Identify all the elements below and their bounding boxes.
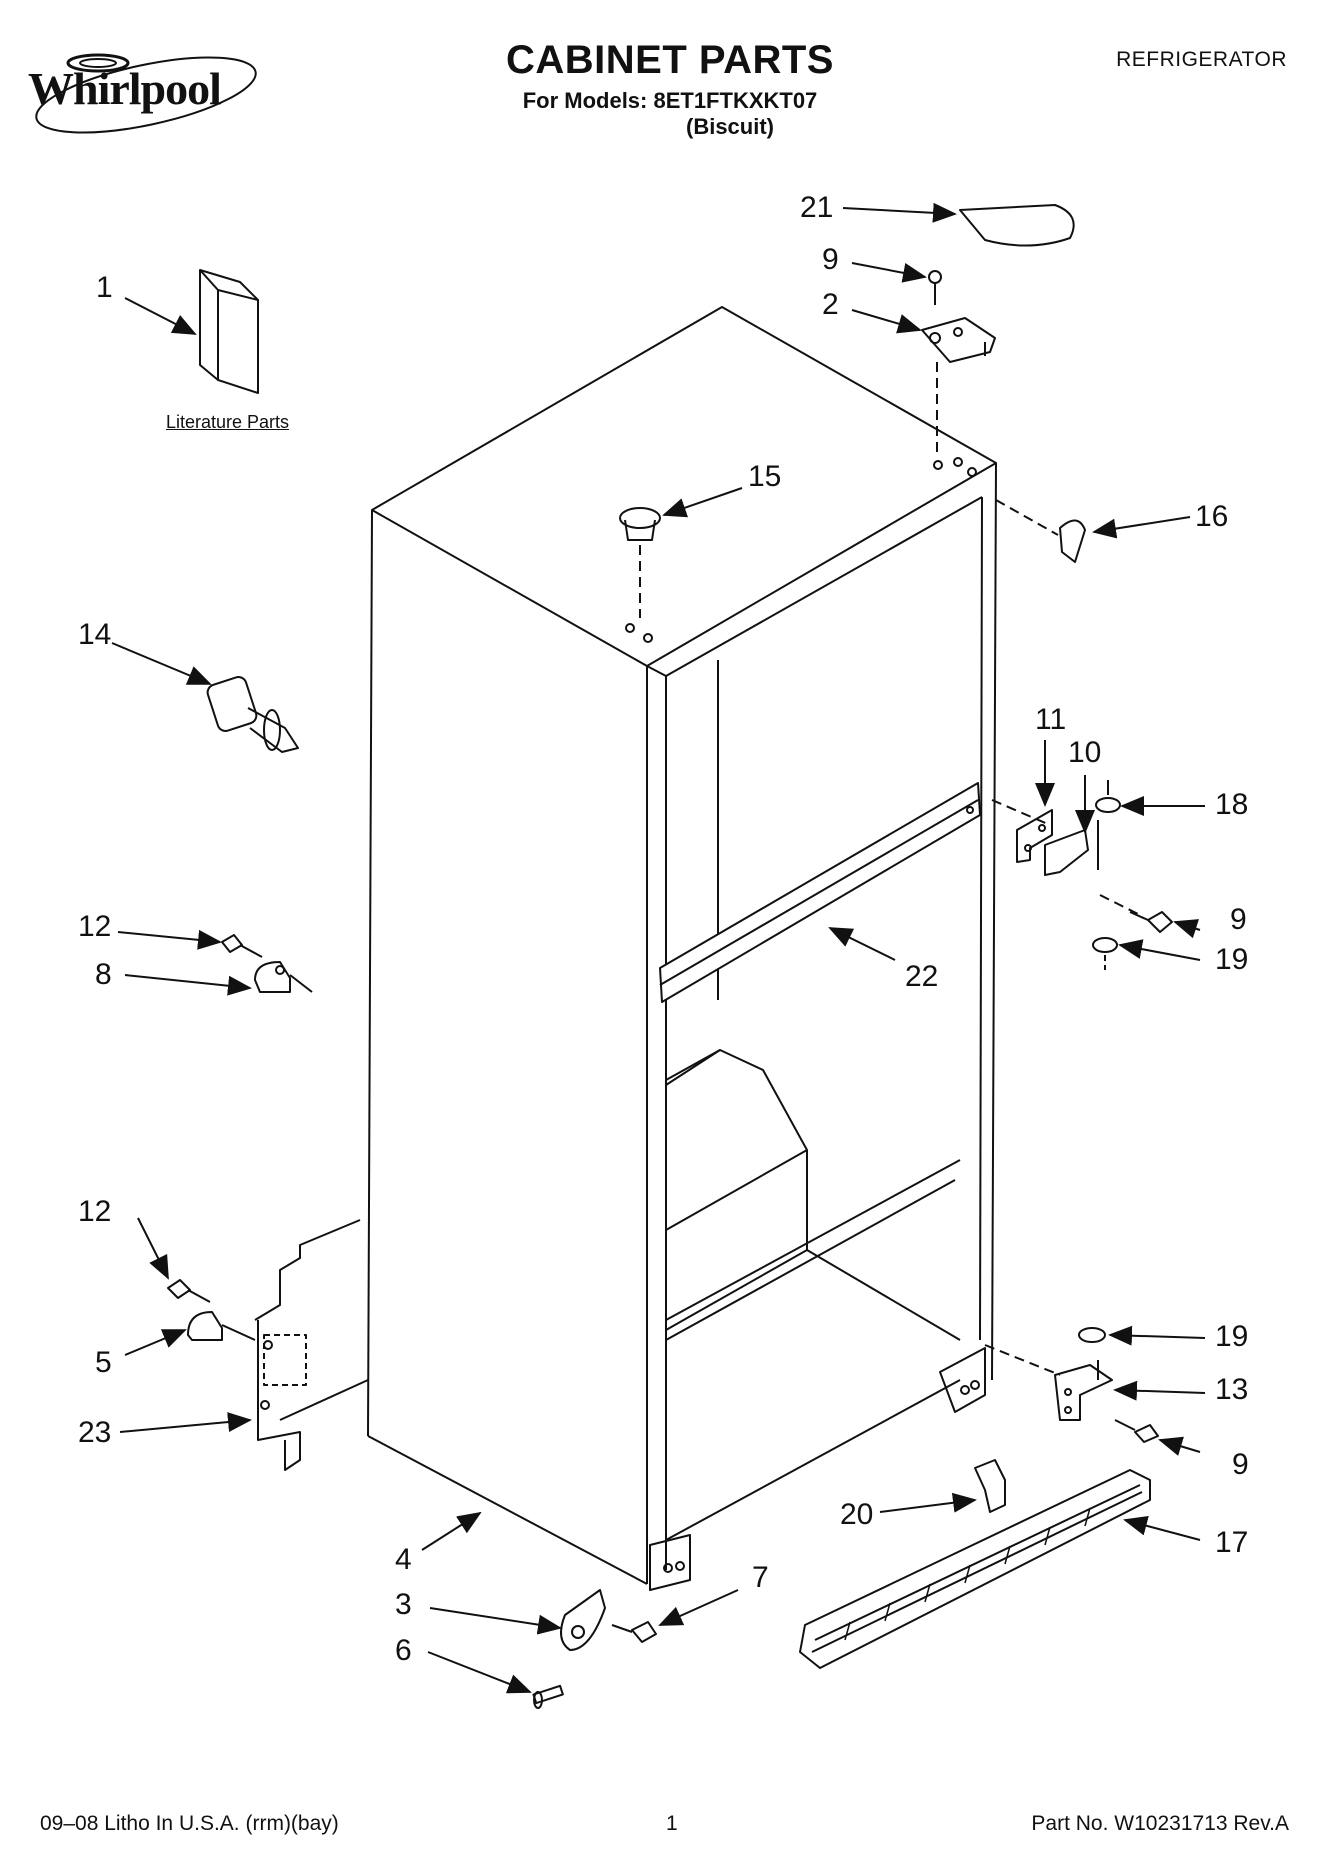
- callout-23: 23: [78, 1416, 112, 1449]
- plug-part-15: [619, 507, 661, 541]
- color-variant: (Biscuit): [686, 114, 774, 139]
- callout-5: 5: [95, 1346, 112, 1379]
- callout-16: 16: [1195, 500, 1229, 533]
- callout-19: 19: [1215, 943, 1249, 976]
- callout-9: 9: [822, 243, 839, 276]
- washer-part-19-lower: [1078, 1327, 1106, 1343]
- callout-11: 11: [1035, 703, 1067, 736]
- page-number: 1: [666, 1812, 678, 1835]
- callout-14: 14: [78, 618, 112, 651]
- callout-6: 6: [395, 1634, 412, 1667]
- literature-booklet-part-1: [199, 269, 259, 394]
- leader-lines: [111, 202, 1206, 1694]
- washer-part-18: [1095, 797, 1121, 813]
- washer-part-19-middle: [1092, 937, 1118, 953]
- bracket-part-23: [254, 1219, 369, 1471]
- bracket-part-14: [206, 676, 299, 753]
- callout-18: 18: [1215, 788, 1249, 821]
- clip-part-5: [187, 1311, 256, 1341]
- callout-12: 12: [78, 910, 112, 943]
- callout-1: 1: [96, 271, 113, 304]
- whirlpool-logo: [35, 53, 257, 134]
- callout-10: 10: [1068, 736, 1102, 769]
- footer-litho: 09–08 Litho In U.S.A. (rrm)(bay): [40, 1812, 339, 1835]
- clip-part-8: [254, 961, 313, 993]
- callout-22: 22: [905, 960, 939, 993]
- callout-12-lower: 12: [78, 1195, 112, 1228]
- callout-9-lower: 9: [1232, 1448, 1249, 1481]
- literature-parts-label: Literature Parts: [166, 412, 290, 432]
- callout-19-lower: 19: [1215, 1320, 1249, 1353]
- lower-hinge-part-13: [1054, 1360, 1113, 1421]
- page-title: CABINET PARTS: [506, 38, 834, 82]
- callout-9-middle: 9: [1230, 903, 1247, 936]
- toe-grille-part-17: [799, 1469, 1151, 1669]
- callout-3: 3: [395, 1588, 412, 1621]
- brand-name: Whirlpool: [28, 63, 222, 114]
- clip-part-20: [974, 1459, 1006, 1513]
- screw-part-9-lower: [1114, 1419, 1159, 1443]
- top-hinge-part-2: [921, 317, 996, 363]
- models-line: For Models: 8ET1FTKXKT07: [522, 88, 818, 113]
- cabinet-shell: [367, 306, 997, 1591]
- callout-20: 20: [840, 1498, 874, 1531]
- pin-part-6: [532, 1684, 564, 1709]
- screw-part-12-upper: [221, 934, 263, 958]
- callout-7: 7: [752, 1561, 769, 1594]
- callout-17: 17: [1215, 1526, 1249, 1559]
- callout-13: 13: [1215, 1373, 1249, 1406]
- callout-2: 2: [822, 288, 839, 321]
- callout-4: 4: [395, 1543, 412, 1576]
- callout-8: 8: [95, 958, 112, 991]
- screw-part-9-middle: [1129, 911, 1173, 933]
- appliance-category: REFRIGERATOR: [1116, 48, 1287, 71]
- leveler-bracket-part-3: [560, 1589, 606, 1651]
- callout-21: 21: [800, 191, 834, 224]
- screw-part-9-top: [928, 270, 942, 305]
- screw-part-12-lower: [167, 1279, 211, 1303]
- center-rail-part-22: [659, 782, 981, 1003]
- cover-part-16: [1059, 519, 1086, 563]
- screw-part-7: [611, 1621, 657, 1643]
- part-number: Part No. W10231713 Rev.A: [1031, 1812, 1289, 1835]
- hinge-cover-part-21: [959, 204, 1075, 247]
- callout-15: 15: [748, 460, 782, 493]
